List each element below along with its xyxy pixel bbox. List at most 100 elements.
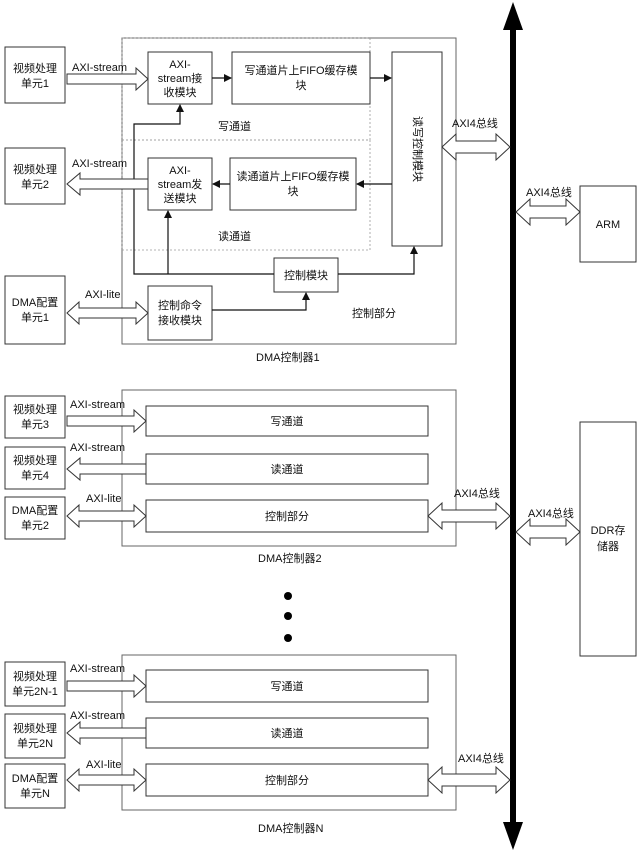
control-module-label: 控制模块	[284, 268, 328, 282]
controller-2-control-part	[145, 499, 429, 533]
ddr-box	[579, 421, 637, 657]
video-unit-1-line-2: 单元1	[21, 77, 49, 90]
video-unit-2-line-1: 视频处理	[13, 162, 57, 176]
wire-control-module-to-rw-control	[338, 246, 418, 275]
dma-controller-2: 写通道 读通道 控制部分 DMA控制器2 视频处理 单元3 AXI-stream…	[4, 389, 511, 565]
axi-stream-in-arrow-1	[66, 66, 149, 92]
axi-stream-in-label-1: AXI-stream	[72, 62, 127, 74]
axi-stream-receive-line-3: 收模块	[164, 85, 197, 99]
dma-config-n-line-1: DMA配置	[12, 772, 58, 785]
axi4-bus-label-n: AXI4总线	[458, 751, 504, 765]
system-bus	[503, 2, 523, 850]
video-unit-2n-1-line-1: 视频处理	[13, 669, 57, 683]
more-controllers-ellipsis	[284, 592, 292, 642]
arm-axi4-arrow	[515, 197, 581, 227]
controller-1-external-units: 视频处理 单元1 AXI-stream 视频处理 单元2 AXI-stream …	[4, 46, 511, 345]
dma-config-2-line-1: DMA配置	[12, 504, 58, 517]
video-unit-2n-1	[4, 661, 66, 707]
axi-stream-send-line-2: stream发	[158, 177, 203, 191]
video-unit-4-line-2: 单元4	[21, 469, 49, 482]
arm-axi4-label: AXI4总线	[526, 185, 572, 199]
write-fifo-line-2: 块	[296, 79, 307, 92]
controller-1-label: DMA控制器1	[256, 350, 320, 364]
command-receive-line-1: 控制命令	[158, 298, 202, 312]
ellipsis-dot-2	[284, 612, 292, 620]
wire-control-to-rx	[133, 104, 274, 275]
controller-n-read-channel	[145, 717, 429, 749]
dma-config-unit-1	[4, 275, 66, 345]
axi4-bus-label-1: AXI4总线	[452, 116, 498, 130]
video-unit-4	[4, 446, 66, 490]
video-unit-3-line-2: 单元3	[21, 418, 49, 431]
axi-stream-out-label-4: AXI-stream	[70, 442, 125, 454]
ddr-label-line-1: DDR存	[591, 523, 626, 537]
dma-config-2-line-2: 单元2	[21, 519, 49, 532]
dma-config-n-line-2: 单元N	[20, 787, 50, 800]
axi4-bus-arrow-2	[427, 501, 511, 531]
wire-cmd-to-control-module	[212, 292, 310, 311]
controller-2-read-channel-label: 读通道	[271, 462, 304, 476]
axi-stream-receive-line-1: AXI-	[169, 59, 191, 71]
axi-stream-in-arrow-2n-1	[66, 673, 147, 699]
axi4-bus-label-2: AXI4总线	[454, 486, 500, 500]
read-fifo-line-2: 块	[288, 185, 299, 198]
dma-config-unit-2	[4, 496, 66, 540]
video-unit-2n-line-2: 单元2N	[17, 737, 53, 750]
arm-box	[579, 185, 637, 263]
write-fifo-module	[231, 51, 371, 105]
internal-wiring	[133, 74, 418, 311]
ddr-axi4-label: AXI4总线	[528, 506, 574, 520]
axi-stream-send-line-3: 送模块	[164, 191, 197, 205]
axi-stream-send-line-1: AXI-	[169, 165, 191, 177]
video-unit-2	[4, 147, 66, 205]
video-unit-2n-line-1: 视频处理	[13, 721, 57, 735]
axi-stream-in-arrow-3	[66, 408, 147, 434]
read-fifo-module	[229, 157, 357, 211]
video-unit-3-line-1: 视频处理	[13, 402, 57, 416]
axi-lite-arrow-2	[66, 503, 147, 529]
dma-controller-n: 写通道 读通道 控制部分 DMA控制器N 视频处理 单元2N-1 AXI-str…	[4, 654, 511, 835]
control-part-label: 控制部分	[352, 306, 396, 320]
ddr-axi4-arrow	[515, 517, 581, 547]
ddr-block: DDR存 储器 AXI4总线	[515, 421, 637, 657]
ellipsis-dot-3	[284, 634, 292, 642]
axi-stream-out-arrow-2	[66, 171, 149, 197]
axi-lite-label-2: AXI-lite	[86, 493, 121, 505]
axi-stream-receive-line-2: stream接	[158, 72, 203, 85]
axi-lite-arrow-n	[66, 767, 147, 793]
controller-n-control-part-label: 控制部分	[265, 773, 309, 787]
controller-n-read-channel-label: 读通道	[271, 726, 304, 740]
controller-n-label: DMA控制器N	[258, 821, 323, 835]
bus-top-arrow-icon	[503, 2, 523, 30]
axi4-bus-arrow-n	[427, 765, 511, 795]
read-write-control-label: 读写控制模块	[411, 116, 425, 182]
axi-stream-receive-module	[147, 51, 213, 105]
axi-stream-in-label-n: AXI-stream	[70, 663, 125, 675]
controller-2-write-channel-label: 写通道	[271, 414, 304, 428]
controller-n-write-channel	[145, 669, 429, 703]
video-unit-1-line-1: 视频处理	[13, 61, 57, 75]
read-fifo-line-1: 读通道片上FIFO缓存模	[236, 169, 349, 183]
arm-label: ARM	[596, 219, 620, 231]
read-channel-label: 读通道	[218, 229, 251, 243]
control-module	[273, 257, 339, 293]
dma-config-unit-n	[4, 763, 66, 809]
command-receive-module	[147, 285, 213, 341]
video-unit-1	[4, 46, 66, 104]
dma-config-1-line-1: DMA配置	[12, 296, 58, 309]
video-unit-4-line-1: 视频处理	[13, 453, 57, 467]
axi-lite-arrow-1	[66, 300, 149, 326]
command-receive-line-2: 接收模块	[158, 313, 202, 327]
axi-lite-label-1: AXI-lite	[85, 289, 120, 301]
arm-block: ARM AXI4总线	[515, 185, 637, 263]
axi-stream-out-arrow-2n	[66, 720, 147, 746]
axi-lite-label-n: AXI-lite	[86, 759, 121, 771]
video-unit-3	[4, 395, 66, 439]
axi-stream-out-label-n: AXI-stream	[70, 710, 125, 722]
write-channel-label: 写通道	[218, 119, 251, 133]
dma-controller-1: 写通道 读通道 控制部分 DMA控制器1 AXI- stream接 收模块 写通…	[121, 37, 457, 364]
bus-bottom-arrow-icon	[503, 822, 523, 850]
bus-bar	[510, 18, 516, 834]
dma-config-1-line-2: 单元1	[21, 311, 49, 324]
